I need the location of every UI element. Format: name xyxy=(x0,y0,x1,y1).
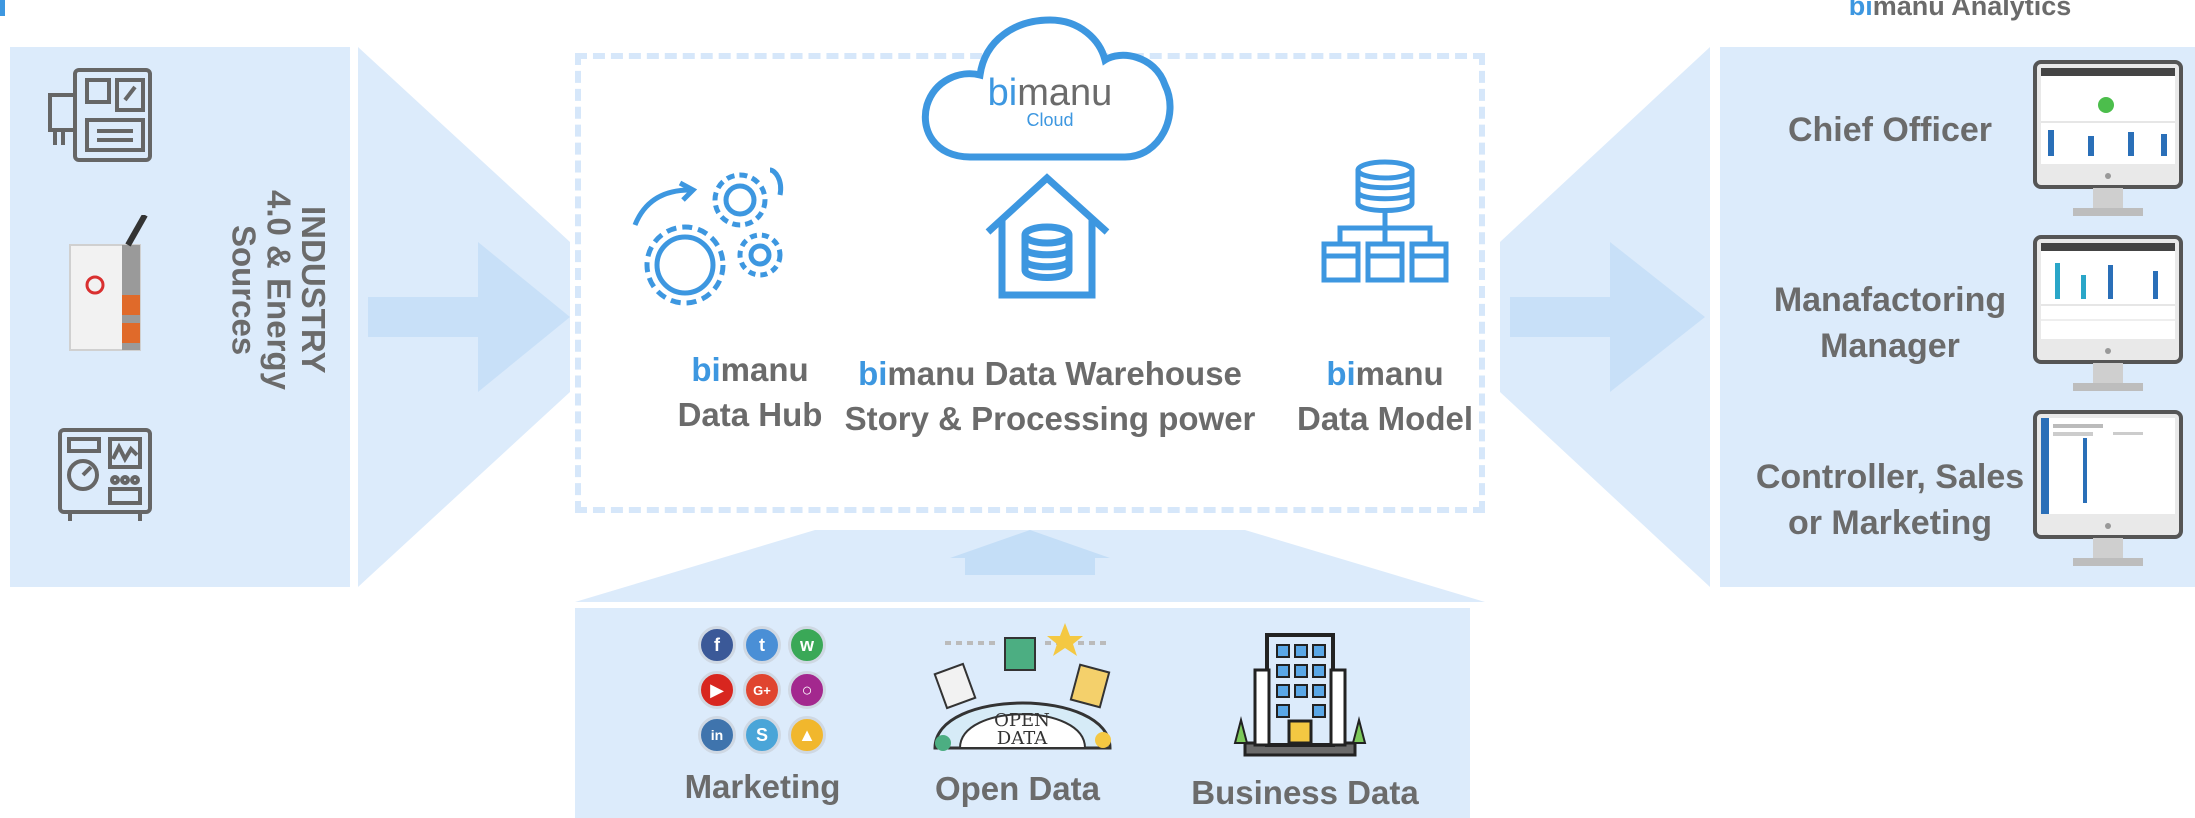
marketing-label: Marketing xyxy=(684,768,841,805)
cloud-subtitle: Cloud xyxy=(1026,110,1074,130)
social-icons-grid: f t w ▶ G+ ○ in S ▲ xyxy=(698,626,828,761)
open-data-badge-line1: OPEN xyxy=(994,710,1050,731)
open-data-label: Open Data xyxy=(934,770,1101,807)
office-building-icon xyxy=(1233,633,1367,757)
skype-icon: S xyxy=(743,716,781,754)
gauge-panel-icon xyxy=(58,428,152,521)
twitter-icon: t xyxy=(743,626,781,664)
iot-gateway-device xyxy=(69,215,148,351)
control-panel-icon xyxy=(48,68,152,162)
dashboard-monitor-3 xyxy=(2033,410,2183,566)
facebook-icon: f xyxy=(698,626,736,664)
data-warehouse-label: bimanu Data Warehouse Story & Processing… xyxy=(844,355,1256,437)
dashboard-monitor-1 xyxy=(2033,60,2183,216)
open-data-illustration: OPEN DATA xyxy=(933,623,1112,751)
cloud-icon xyxy=(921,16,1174,161)
left-funnel xyxy=(358,47,570,587)
whatsapp-icon: w xyxy=(788,626,826,664)
linkedin-icon: in xyxy=(698,716,736,754)
google-plus-icon: G+ xyxy=(743,671,781,709)
open-data-badge-line2: DATA xyxy=(997,728,1048,749)
dashboard-monitor-2 xyxy=(2033,235,2183,391)
industry-label: INDUSTRY 4.0 & Energy Sources xyxy=(225,190,332,390)
bottom-funnel xyxy=(575,530,1485,602)
data-model-icon xyxy=(1321,159,1449,283)
business-data-label: Business Data xyxy=(1191,774,1419,811)
gears-icon xyxy=(632,167,784,306)
industry-panel xyxy=(10,47,350,587)
instagram-icon: ○ xyxy=(788,671,826,709)
corner-accent xyxy=(0,0,5,16)
notification-icon: ▲ xyxy=(788,716,826,754)
database-house-icon xyxy=(985,173,1110,299)
data-hub-label: bimanu Data Hub xyxy=(677,351,823,433)
youtube-icon: ▶ xyxy=(698,671,736,709)
analytics-title: bimanu Analytics xyxy=(1848,0,2072,21)
cloud-brand: bimanu xyxy=(987,72,1113,114)
data-model-label: bimanu Data Model xyxy=(1296,355,1474,437)
role-label-chief: Chief Officer xyxy=(1787,111,1993,149)
right-funnel xyxy=(1500,47,1710,587)
